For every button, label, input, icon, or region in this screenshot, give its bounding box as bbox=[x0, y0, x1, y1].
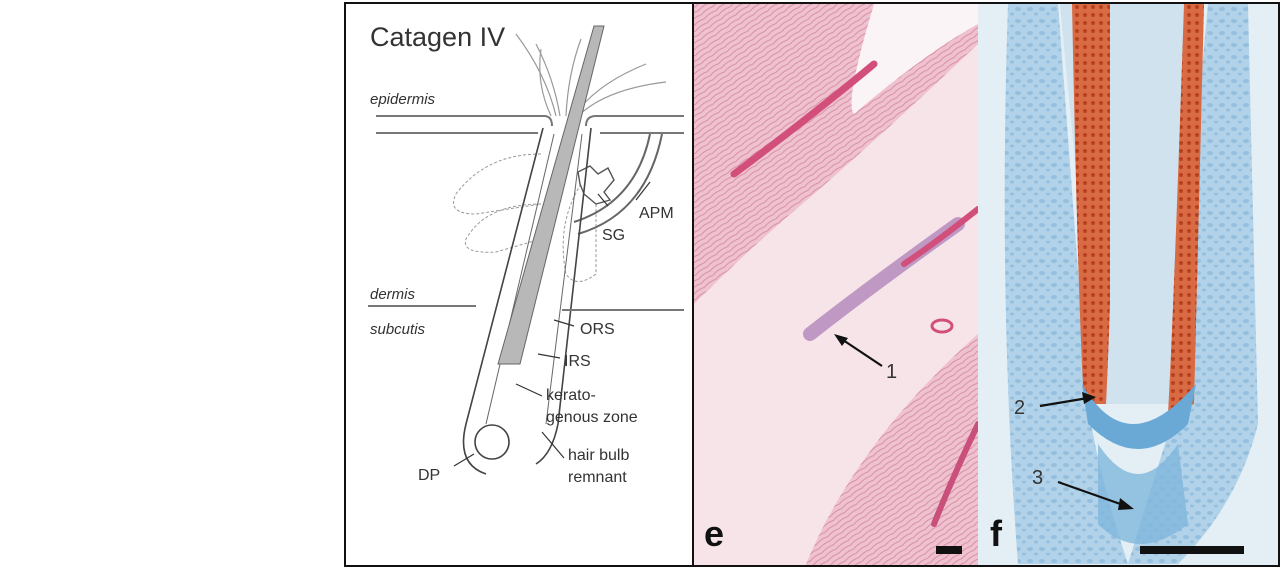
arrow-2-head bbox=[1082, 392, 1096, 404]
marker-1: 1 bbox=[886, 361, 897, 383]
arrow-2-shaft bbox=[1039, 396, 1089, 408]
marker-2: 2 bbox=[1014, 397, 1025, 419]
sebaceous-lobes bbox=[453, 153, 597, 282]
sebaceous-gland bbox=[577, 165, 615, 205]
diagram-title: Catagen IV bbox=[370, 22, 505, 52]
marker-3: 3 bbox=[1032, 467, 1043, 489]
vessel-cross-section bbox=[930, 318, 954, 334]
panel-letter-e: e bbox=[704, 513, 724, 554]
hair-shaft bbox=[497, 25, 605, 365]
catagen-diagram: Catagen IV epidermis bbox=[368, 22, 684, 486]
irs-right-line bbox=[545, 133, 583, 425]
irs-left-line bbox=[485, 133, 555, 425]
label-epidermis: epidermis bbox=[370, 91, 436, 108]
catagen-diagram-panel: Catagen IV epidermis bbox=[346, 4, 694, 565]
micrograph-e: 1 e bbox=[694, 4, 978, 565]
label-kerato-line1: kerato- bbox=[546, 387, 596, 404]
micrograph-f: 2 3 f bbox=[978, 4, 1278, 565]
bulb-base bbox=[1082, 384, 1196, 449]
arrow-3-head bbox=[1118, 498, 1134, 510]
label-subcutis: subcutis bbox=[370, 321, 426, 338]
stain-column-right bbox=[1168, 4, 1204, 414]
apm-inner bbox=[573, 133, 651, 223]
scale-bar-e bbox=[936, 546, 962, 554]
label-ors: ORS bbox=[580, 321, 615, 338]
label-irs: IRS bbox=[564, 353, 591, 370]
label-hair-bulb-line1: hair bulb bbox=[568, 447, 629, 464]
follicle-strand-1 bbox=[730, 60, 878, 178]
micrograph-panel-f: 2 3 f bbox=[978, 4, 1278, 565]
dermis-tissue-upper bbox=[694, 4, 978, 304]
figure: Catagen IV epidermis bbox=[344, 2, 1280, 567]
scale-bar-f bbox=[1140, 546, 1244, 554]
follicle-right-wall bbox=[535, 127, 592, 465]
apm-outer bbox=[577, 133, 663, 235]
panel-letter-f: f bbox=[990, 513, 1003, 554]
tissue-gap bbox=[851, 4, 978, 114]
arrow-1-shaft bbox=[839, 337, 883, 367]
dermal-papilla bbox=[474, 424, 510, 460]
leader-lines bbox=[453, 181, 651, 467]
label-hair-bulb-line2: remnant bbox=[568, 469, 627, 486]
label-apm: APM bbox=[639, 205, 674, 222]
epidermis-line-upper bbox=[376, 115, 684, 127]
follicle-strand-3 bbox=[901, 206, 978, 267]
arrow-1-head bbox=[834, 334, 848, 346]
arrow-3-shaft bbox=[1057, 480, 1127, 508]
label-dermis: dermis bbox=[370, 286, 416, 303]
stain-column-left bbox=[1072, 4, 1110, 404]
micrograph-panel-e: 1 e bbox=[694, 4, 978, 565]
label-sg: SG bbox=[602, 227, 625, 244]
label-dp: DP bbox=[418, 467, 440, 484]
dermis-tissue-lower bbox=[805, 334, 978, 565]
label-kerato-line2: genous zone bbox=[546, 409, 638, 426]
sheath-left bbox=[1004, 4, 1128, 564]
follicle-left-wall bbox=[462, 127, 544, 475]
regressed-strand bbox=[1098, 444, 1188, 544]
vessel-strand bbox=[931, 421, 978, 527]
